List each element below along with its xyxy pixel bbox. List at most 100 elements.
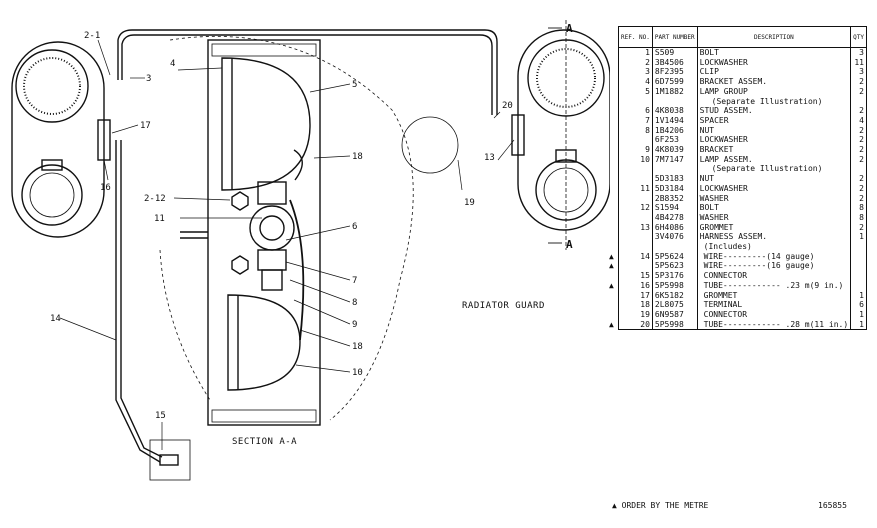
- row-description: NUT: [696, 174, 852, 184]
- left-lamp-upper: [15, 49, 89, 123]
- callout-10: 10: [352, 368, 363, 378]
- table-row: (Separate Illustration): [618, 96, 867, 107]
- row-ref: [618, 164, 653, 175]
- callout-3: 3: [146, 74, 151, 84]
- callout-5: 5: [352, 80, 357, 90]
- callout-14: 14: [50, 314, 61, 324]
- row-ref: 17: [618, 290, 653, 301]
- header-description: DESCRIPTION: [696, 26, 852, 48]
- row-ref: 2: [618, 57, 653, 68]
- row-ref: 1: [618, 47, 653, 58]
- row-part-number: [651, 242, 698, 252]
- callout-7: 7: [352, 276, 357, 286]
- row-description: BRACKET: [696, 145, 852, 155]
- row-qty: 3: [850, 67, 867, 78]
- row-ref: 12: [618, 203, 653, 213]
- section-upper-lamp: [221, 57, 311, 191]
- parts-diagram: 2-1 3 4 5 17 16 18 2-12 11 6 7 8 9 18 10…: [11, 20, 610, 481]
- callout-4: 4: [170, 59, 175, 69]
- row-ref: 8: [618, 125, 653, 136]
- order-by-metre-mark: ▲: [609, 251, 614, 261]
- row-qty: [850, 251, 867, 262]
- stud-assembly: [249, 205, 295, 251]
- row-description: TERMINAL: [696, 300, 852, 310]
- row-description: LOCKWASHER: [696, 183, 852, 194]
- callout-6: 6: [352, 222, 357, 232]
- row-description: LAMP ASSEM.: [696, 154, 852, 165]
- row-ref: 18: [618, 300, 653, 310]
- row-ref: [618, 96, 653, 107]
- harness-tube: [117, 29, 498, 115]
- row-ref: 5: [618, 86, 653, 97]
- row-description: STUD ASSEM.: [696, 106, 852, 116]
- table-row: (Separate Illustration): [618, 164, 867, 175]
- row-description: (Separate Illustration): [696, 164, 852, 175]
- harness-left: [115, 140, 161, 463]
- row-qty: 2: [850, 145, 867, 155]
- row-qty: 2: [850, 222, 867, 233]
- row-part-number: 6K5182: [651, 290, 698, 301]
- row-part-number: 3B4506: [651, 57, 698, 68]
- parts-table-header: REF. NO. PART NUMBER DESCRIPTION QTY: [618, 26, 867, 48]
- row-qty: 2: [850, 135, 867, 146]
- row-qty: 2: [850, 174, 867, 184]
- row-description: GROMMET: [696, 290, 852, 301]
- row-qty: 2: [850, 86, 867, 97]
- header-part-number: PART NUMBER: [651, 26, 698, 48]
- row-ref: [618, 242, 653, 252]
- row-ref: 6: [618, 106, 653, 116]
- row-description: TUBE------------ .23 m(9 in.): [696, 280, 852, 291]
- order-by-metre-mark: ▲: [609, 261, 614, 271]
- row-qty: [850, 242, 867, 252]
- row-qty: 6: [850, 300, 867, 310]
- row-qty: [850, 261, 867, 272]
- row-qty: 1: [850, 290, 867, 301]
- row-description: CLIP: [696, 67, 852, 78]
- row-part-number: 3V4076: [651, 232, 698, 243]
- row-description: NUT: [696, 125, 852, 136]
- row-part-number: 4B4278: [651, 212, 698, 223]
- row-part-number: 1B4206: [651, 125, 698, 136]
- row-qty: 2: [850, 154, 867, 165]
- row-ref: 13: [618, 222, 653, 233]
- row-ref: 7: [618, 115, 653, 126]
- section-mark-bottom: A: [566, 238, 573, 251]
- row-ref: [618, 174, 653, 184]
- table-row: (Includes): [618, 242, 867, 252]
- row-description: CONNECTOR: [696, 271, 852, 281]
- row-part-number: 5P5624: [651, 251, 698, 262]
- row-description: HARNESS ASSEM.: [696, 232, 852, 243]
- callout-13: 13: [484, 153, 495, 163]
- callout-17: 17: [140, 121, 151, 131]
- row-ref: [618, 212, 653, 223]
- connector-box: [149, 439, 191, 481]
- row-ref: 4: [618, 77, 653, 87]
- callout-2-12: 2-12: [144, 194, 166, 204]
- row-part-number: 5P3176: [651, 271, 698, 281]
- callout-11: 11: [154, 214, 165, 224]
- order-by-metre-mark: ▲: [609, 319, 614, 329]
- callout-2-1: 2-1: [84, 31, 100, 41]
- row-qty: 2: [850, 183, 867, 194]
- row-part-number: 6D7599: [651, 77, 698, 87]
- row-description: SPACER: [696, 115, 852, 126]
- footnote: ▲ ORDER BY THE METRE: [612, 501, 709, 510]
- callout-15: 15: [155, 411, 166, 421]
- row-ref: [618, 232, 653, 243]
- row-qty: 3: [850, 47, 867, 58]
- row-part-number: 4K8039: [651, 145, 698, 155]
- row-description: WASHER: [696, 212, 852, 223]
